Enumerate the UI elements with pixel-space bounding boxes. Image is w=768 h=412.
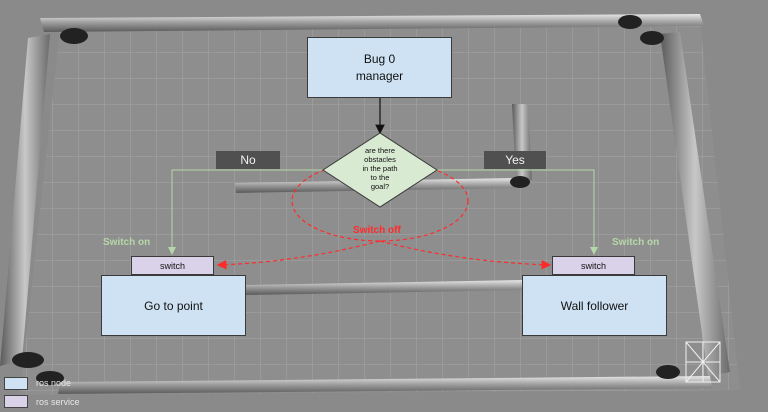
manager-line-1: Bug 0 [363,51,396,66]
wall-bottom [58,376,712,394]
wall-left [0,34,50,366]
legend-node-label: ros node [36,378,72,388]
wall-follower-switch-service: switch [552,256,635,275]
decision-line: goal? [370,182,390,191]
switch-on-right-label: Switch on [612,237,660,248]
no-branch-line [168,169,324,255]
switch-off-arrow-left [216,240,381,270]
yes-branch-line [436,169,598,255]
legend-service-label: ros service [36,397,80,407]
bug0-manager-node: Bug 0 manager [307,37,452,98]
switch-off-arrow-right [379,240,552,270]
wall-follower-node: Wall follower [522,275,667,336]
decision-line: obstacles [364,155,396,164]
decision-line: are there [364,146,396,155]
yes-label: Yes [484,151,546,169]
decision-diamond [322,132,438,208]
robot-model [685,341,721,383]
go-to-point-node: Go to point [101,275,246,336]
no-label: No [216,151,280,169]
go-to-point-switch-service: switch [131,256,214,275]
switch-off-label: Switch off [353,225,401,236]
legend-service-swatch [4,395,28,408]
legend-node-swatch [4,377,28,390]
wall-right [660,32,730,376]
decision-text: are there obstacles in the path to the g… [340,146,420,191]
decision-line: in the path [362,164,398,173]
wall-top [40,14,704,32]
inner-wall-lower [245,280,526,295]
manager-line-2: manager [355,68,404,83]
decision-line: to the [370,173,390,182]
switch-on-left-label: Switch on [103,237,151,248]
